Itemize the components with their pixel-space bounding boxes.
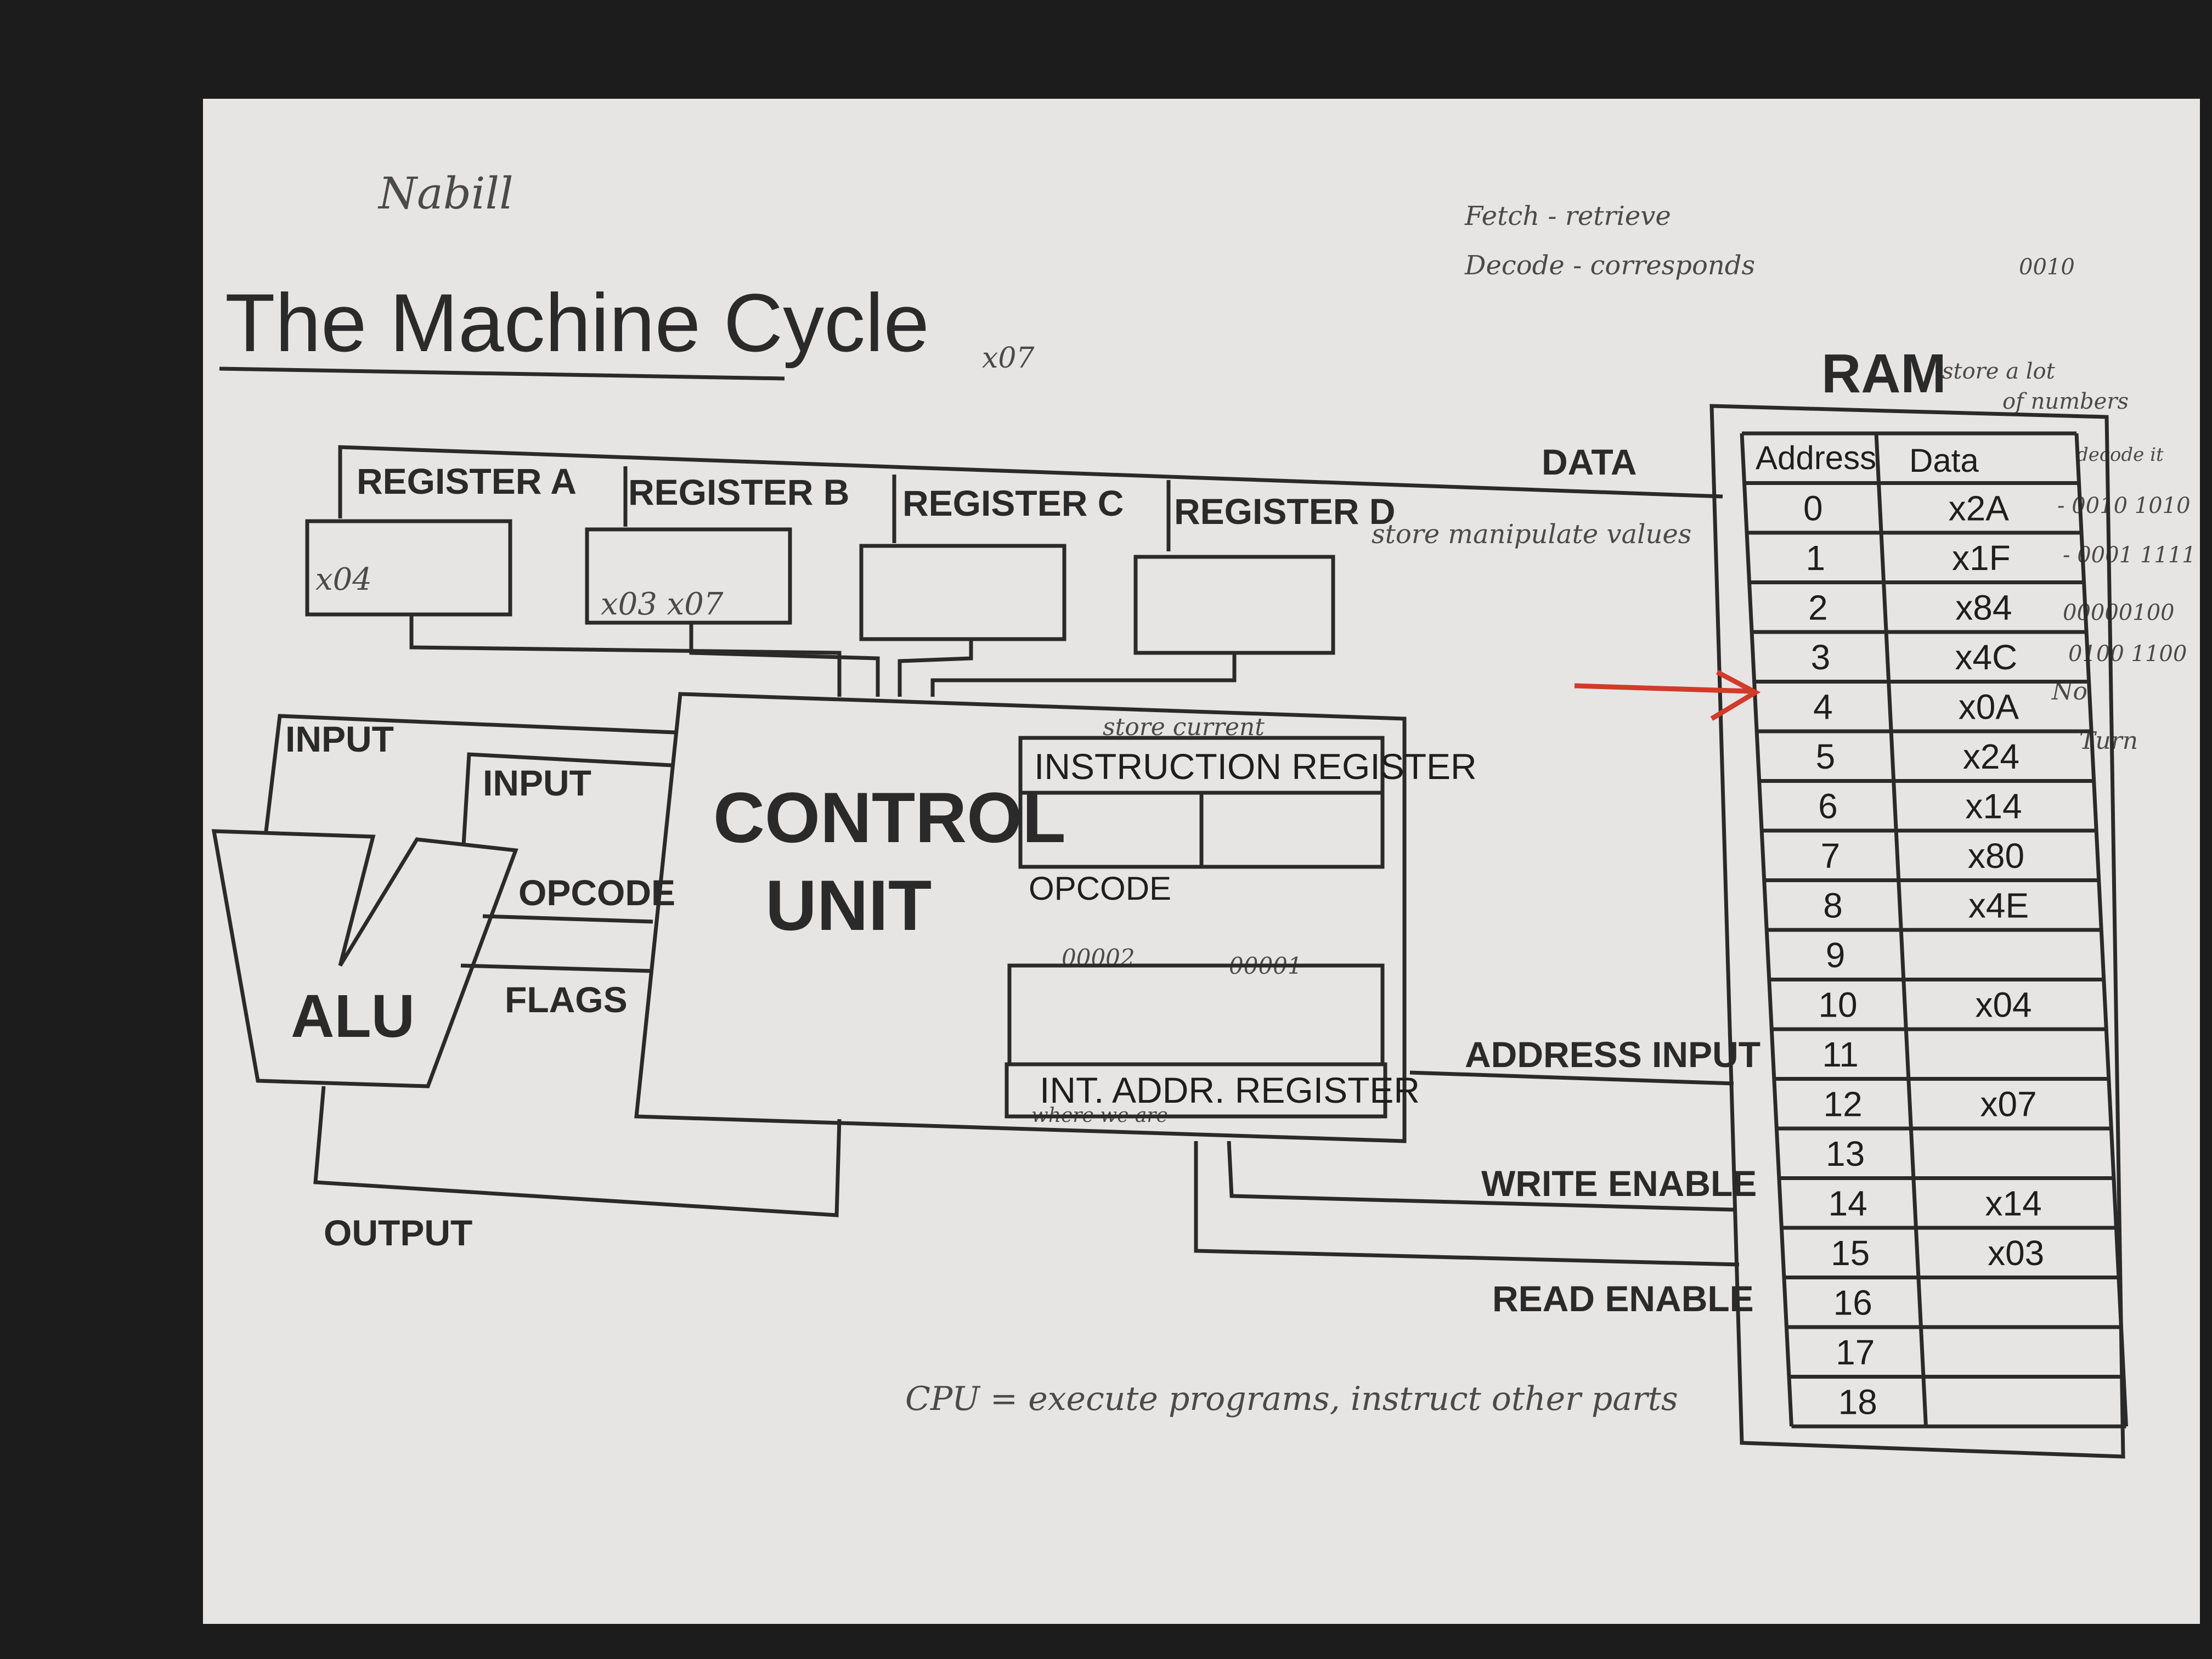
ram-address-cell: 0 <box>1803 489 1823 528</box>
ram-column-divider <box>2074 433 2128 1427</box>
address-input-bus <box>1409 1070 1734 1086</box>
note-fetch: Fetch - retrieve <box>1464 201 1671 232</box>
instruction-register-label: INSTRUCTION REGISTER <box>1034 746 1477 787</box>
note-cpu: CPU = execute programs, instruct other p… <box>905 1380 1678 1418</box>
instruction-register-opcode-label: OPCODE <box>1029 870 1171 907</box>
ram-address-cell: 3 <box>1811 637 1831 677</box>
ram-data-cell: x0A <box>1959 687 2019 727</box>
ram-address-cell: 12 <box>1823 1085 1862 1124</box>
ram-address-cell: 8 <box>1823 886 1843 926</box>
ram-address-cell: 7 <box>1821 836 1841 876</box>
control-unit-line1: CONTROL <box>713 777 1066 857</box>
control-unit-box <box>634 692 1407 1143</box>
side-note-0010: 0010 <box>2019 255 2075 280</box>
address-input-label: ADDRESS INPUT <box>1465 1034 1760 1075</box>
register-c: REGISTER C <box>859 475 1124 697</box>
register-b: REGISTER B x03 x07 <box>585 466 880 697</box>
side-note-binary-2: - 0001 1111 <box>2063 543 2196 568</box>
write-enable-label: WRITE ENABLE <box>1481 1163 1757 1204</box>
note-registers: store manipulate values <box>1372 519 1691 550</box>
ram-header-data: Data <box>1909 442 1979 479</box>
alu-output-label: OUTPUT <box>324 1212 472 1253</box>
ram-data-cell: x4C <box>1955 637 2017 677</box>
ram-data-cell: x2A <box>1949 489 2010 528</box>
int-addr-register-label: INT. ADDR. REGISTER <box>1040 1070 1420 1110</box>
side-note-decode: decode it <box>2076 444 2164 466</box>
ram-column-divider <box>1874 433 1928 1427</box>
alu-opcode-label: OPCODE <box>518 872 675 913</box>
note-x07: x07 <box>982 342 1035 375</box>
ram-address-cell: 9 <box>1826 935 1846 975</box>
int-addr-register-body <box>1007 963 1385 1066</box>
ram-address-cell: 1 <box>1806 538 1826 578</box>
ram-address-cell: 17 <box>1836 1333 1875 1372</box>
ram-data-cell: x4E <box>1968 886 2029 926</box>
ram-address-cell: 18 <box>1838 1383 1877 1422</box>
note-ram-1: store a lot <box>1942 359 2056 384</box>
alu-shape <box>211 829 518 1088</box>
control-unit-line2: UNIT <box>765 865 932 945</box>
ram-address-cell: 2 <box>1808 588 1828 628</box>
ram-outer-frame <box>1709 404 2125 1459</box>
ram-table: Address Data 0 x2A 1 x1F 2 x84 3 x4C 4 x0A 5 x24 6 x1… <box>1740 431 2128 1429</box>
register-c-label: REGISTER C <box>902 483 1124 523</box>
ram-data-cell: x03 <box>1988 1233 2044 1273</box>
alu-input-2-label: INPUT <box>483 763 591 803</box>
ram-address-cell: 16 <box>1833 1283 1872 1323</box>
register-a: REGISTER A x04 <box>305 445 1723 697</box>
ram-address-cell: 5 <box>1816 737 1836 776</box>
register-a-value: x04 <box>315 562 372 597</box>
ram-address-cell: 10 <box>1818 985 1857 1025</box>
register-d: REGISTER D <box>930 480 1395 697</box>
ram-column-divider <box>1740 433 1793 1427</box>
side-note-binary-3: 00000100 <box>2063 600 2175 625</box>
register-b-value: x03 x07 <box>601 586 724 622</box>
instruction-register: INSTRUCTION REGISTER OPCODE <box>1018 736 1477 907</box>
ram-address-cell: 6 <box>1818 787 1838 826</box>
read-enable-label: READ ENABLE <box>1492 1278 1754 1319</box>
side-note-binary-1: - 0010 1010 <box>2057 493 2191 518</box>
ram: RAM Address Data 0 x2A 1 x1F 2 x84 3 x4C 4 x0A 5 x2… <box>1709 343 2128 1459</box>
write-enable-bus <box>1227 1141 1734 1212</box>
ram-data-cell: x24 <box>1963 737 2019 776</box>
ram-data-cell: x14 <box>1985 1184 2042 1223</box>
register-a-box <box>305 519 512 617</box>
ram-address-cell: 13 <box>1826 1134 1865 1173</box>
alu-input-1-label: INPUT <box>285 719 394 759</box>
ram-data-cell: x14 <box>1965 787 2022 826</box>
register-b-label: REGISTER B <box>628 472 849 512</box>
ram-address-cell: 11 <box>1822 1035 1858 1074</box>
register-a-label: REGISTER A <box>357 461 577 501</box>
student-name: Nabill <box>377 168 514 219</box>
title-underline <box>219 366 785 381</box>
ram-address-cell: 15 <box>1831 1233 1870 1273</box>
register-b-box <box>585 527 792 625</box>
data-bus-label: DATA <box>1542 442 1637 482</box>
register-d-box <box>1133 555 1335 655</box>
ram-data-cell: x80 <box>1968 836 2024 876</box>
ram-header-address: Address <box>1756 439 1876 476</box>
register-c-box <box>859 544 1066 641</box>
diagram-title: The Machine Cycle <box>225 276 929 369</box>
ram-data-cell: x1F <box>1952 538 2011 578</box>
note-ram-2: of numbers <box>2002 389 2129 414</box>
note-decode: Decode - corresponds <box>1464 250 1755 281</box>
ram-title: RAM <box>1821 343 1946 404</box>
int-addr-register-footer <box>1005 1062 1387 1119</box>
register-d-label: REGISTER D <box>1174 491 1395 532</box>
ram-data-cell: x84 <box>1955 588 2012 628</box>
red-arrow <box>1574 670 1761 721</box>
alu: ALU INPUT INPUT OPCODE FLAGS OUTPUT <box>211 714 842 1253</box>
read-enable-bus <box>1194 1141 1740 1267</box>
ram-data-cell: x04 <box>1975 985 2032 1025</box>
alu-label: ALU <box>291 983 415 1050</box>
alu-flags-label: FLAGS <box>505 979 628 1020</box>
int-addr-register: 00002 00001 INT. ADDR. REGISTER <box>1005 944 1420 1119</box>
ram-address-cell: 4 <box>1813 687 1833 727</box>
ram-data-cell: x07 <box>1980 1085 2036 1124</box>
ram-address-cell: 14 <box>1829 1184 1867 1223</box>
